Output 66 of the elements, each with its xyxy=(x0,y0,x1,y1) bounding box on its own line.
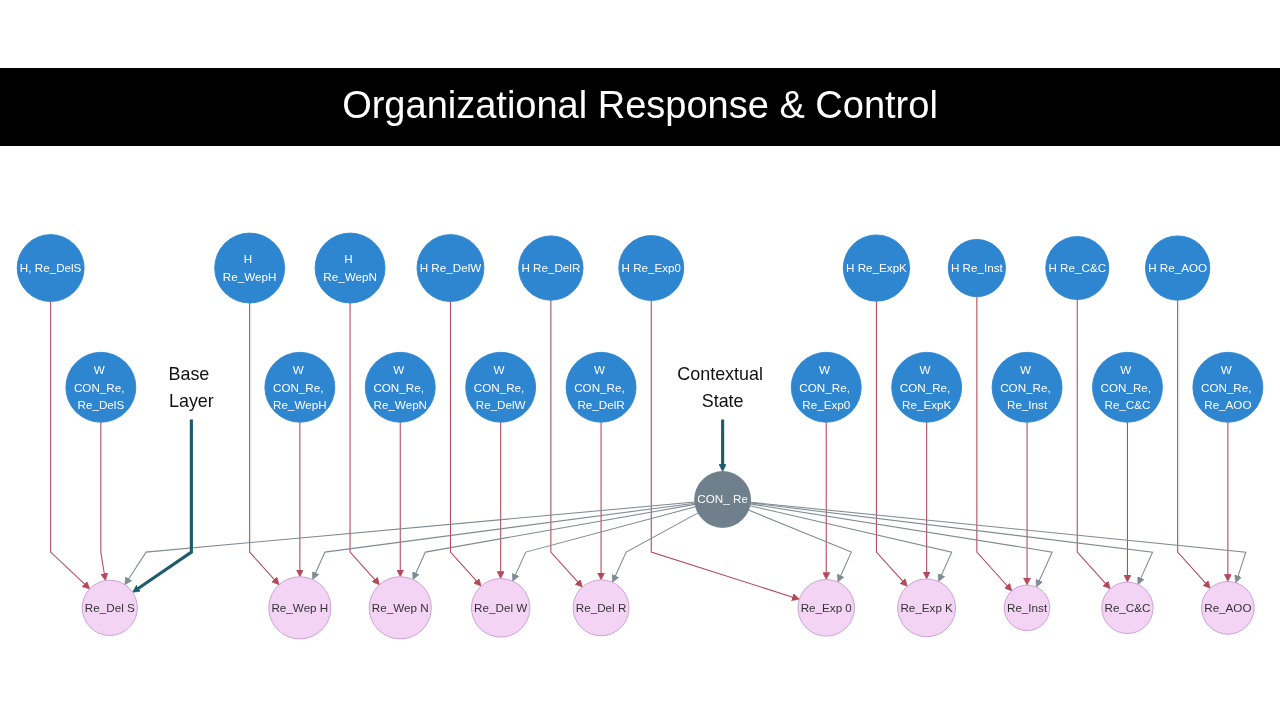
arrow xyxy=(132,419,193,593)
node-circle: W CON_Re, Re_DelS xyxy=(65,351,137,423)
arrow xyxy=(349,302,380,586)
arrow xyxy=(496,421,505,579)
node-circle: W CON_Re, Re_DelW xyxy=(465,351,537,423)
node-circle: Re_Wep H xyxy=(268,576,332,640)
arrow xyxy=(550,299,583,588)
arrow xyxy=(1076,299,1111,590)
arrow xyxy=(718,419,727,472)
arrow xyxy=(50,300,91,590)
arrow xyxy=(597,421,605,581)
node-circle: Re_Exp K xyxy=(897,578,957,638)
node-circle: Re_Wep N xyxy=(368,576,432,640)
node-circle: H Re_WepN xyxy=(314,232,386,304)
arrow xyxy=(611,512,699,583)
node-circle: W CON_Re, Re_Inst xyxy=(991,351,1063,423)
node-circle: Re_AOO xyxy=(1201,581,1255,635)
arrow xyxy=(449,300,482,587)
arrow xyxy=(650,300,800,601)
node-circle: Re_C&C xyxy=(1101,581,1154,634)
node-circle: Re_Del S xyxy=(81,579,138,636)
node-circle: H Re_ExpK xyxy=(842,234,911,302)
node-circle: W CON_Re, Re_Exp0 xyxy=(790,351,862,423)
node-circle: H Re_DelW xyxy=(416,234,485,302)
arrow xyxy=(749,505,953,582)
node-circle: Re_Del R xyxy=(572,579,630,637)
node-circle: Re_Del W xyxy=(470,578,531,638)
arrow xyxy=(100,421,109,581)
arrow xyxy=(875,300,908,587)
arrow xyxy=(749,503,1053,588)
arrow xyxy=(1123,421,1132,583)
node-circle: Re_Inst xyxy=(1003,584,1051,632)
node-circle: H Re_Inst xyxy=(947,239,1006,298)
arrow xyxy=(976,296,1013,592)
arrow xyxy=(249,302,280,586)
node-circle: W CON_Re, Re_AOO xyxy=(1192,351,1264,423)
arrow xyxy=(1177,299,1211,589)
arrow xyxy=(749,501,1247,584)
node-circle: Re_Exp 0 xyxy=(797,579,855,637)
node-text: Contextual State xyxy=(677,363,763,411)
node-text: Base Layer xyxy=(168,363,214,411)
node-circle: W CON_Re, Re_ExpK xyxy=(891,351,963,423)
node-circle: W CON_Re, Re_WepN xyxy=(364,351,436,423)
title: Organizational Response & Control xyxy=(342,84,938,126)
arrow xyxy=(396,421,405,578)
node-circle: CON_ Re xyxy=(694,471,752,528)
arrow xyxy=(311,502,696,580)
arrow xyxy=(412,503,696,580)
arrow xyxy=(1223,421,1232,582)
node-circle: W CON_Re, Re_C&C xyxy=(1092,351,1163,423)
arrow xyxy=(512,506,697,582)
arrow xyxy=(749,502,1154,585)
arrow xyxy=(747,509,853,583)
arrow xyxy=(124,501,696,586)
arrow xyxy=(922,421,931,580)
arrow xyxy=(1023,421,1031,586)
node-circle: H Re_DelR xyxy=(518,235,584,301)
node-circle: H Re_C&C xyxy=(1045,236,1110,300)
node-circle: W CON_Re, Re_WepH xyxy=(264,351,336,423)
node-circle: H, Re_DelS xyxy=(16,234,85,302)
node-circle: H Re_WepH xyxy=(214,232,286,304)
node-circle: H Re_Exp0 xyxy=(618,235,685,301)
arrow xyxy=(295,421,304,578)
node-circle: H Re_AOO xyxy=(1145,235,1211,301)
arrow xyxy=(822,421,831,580)
node-circle: W CON_Re, Re_DelR xyxy=(565,351,637,423)
